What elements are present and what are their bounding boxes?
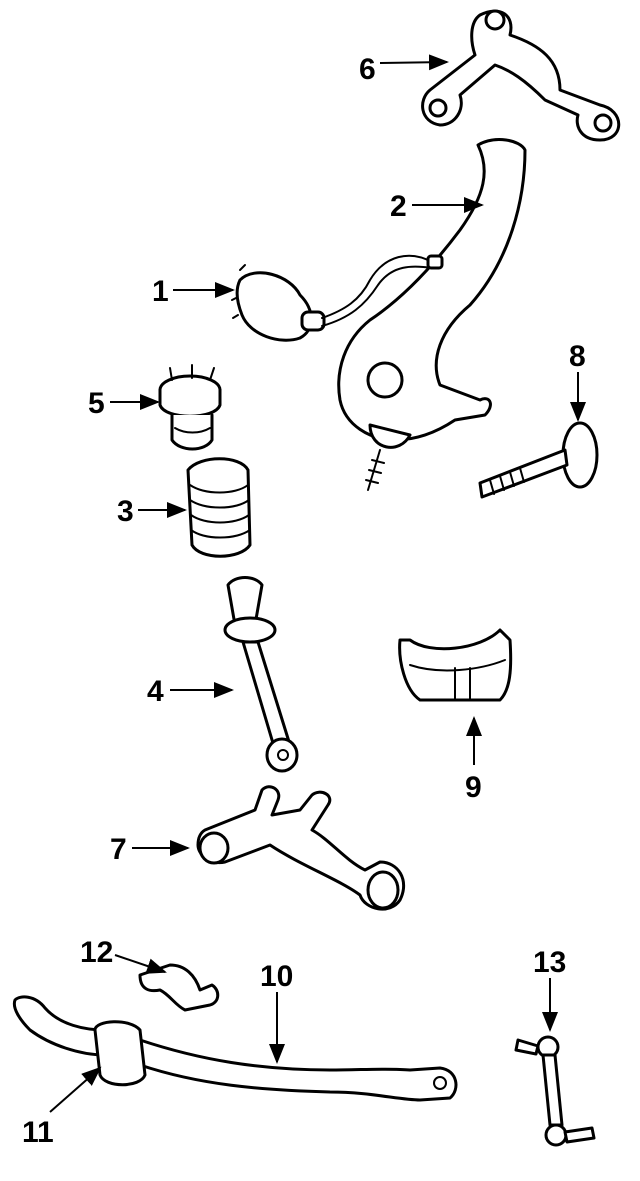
- callout-12: 12: [80, 936, 113, 969]
- callout-arrows: [49, 54, 586, 1113]
- part-5-strut-mount[interactable]: [158, 364, 222, 451]
- callout-8: 8: [569, 340, 586, 373]
- callout-2: 2: [390, 190, 407, 223]
- part-13-stabilizer-link[interactable]: [514, 1035, 596, 1147]
- callout-9: 9: [465, 771, 482, 804]
- part-7-lower-control-arm[interactable]: [196, 785, 406, 911]
- part-11-bushing[interactable]: [93, 1020, 147, 1087]
- part-8-bolt[interactable]: [478, 421, 599, 499]
- callout-1: 1: [152, 275, 169, 308]
- part-9-shield[interactable]: [398, 628, 513, 702]
- callout-4: 4: [147, 675, 164, 708]
- callout-5: 5: [88, 387, 105, 420]
- callout-6: 6: [359, 53, 376, 86]
- callout-3: 3: [117, 495, 134, 528]
- part-3-bump-stop[interactable]: [186, 457, 252, 558]
- callout-11: 11: [22, 1116, 54, 1149]
- part-6-upper-control-arm[interactable]: [421, 9, 621, 142]
- callout-10: 10: [260, 960, 293, 993]
- part-1-sensor[interactable]: [231, 254, 444, 342]
- callout-13: 13: [533, 946, 566, 979]
- part-12-bracket[interactable]: [138, 963, 220, 1012]
- part-2-steering-knuckle[interactable]: [337, 138, 527, 491]
- callout-7: 7: [110, 833, 127, 866]
- part-4-shock-absorber[interactable]: [223, 576, 299, 773]
